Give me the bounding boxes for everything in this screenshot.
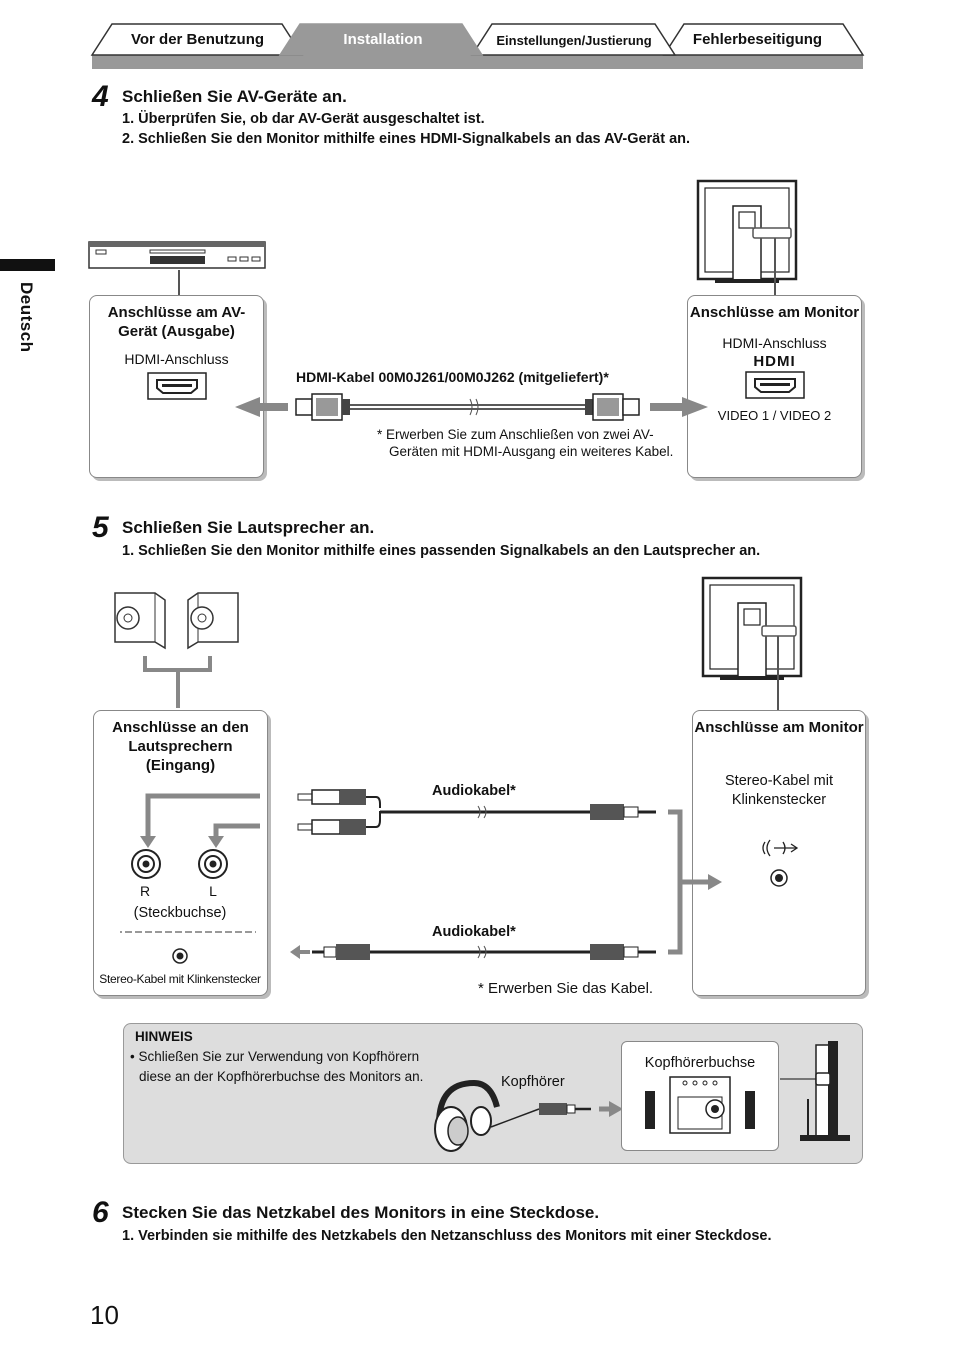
av-device-ports-box: Anschlüsse am AV-Gerät (Ausgabe) HDMI-An… xyxy=(89,295,264,478)
monitor-hdmi-port-icon xyxy=(744,371,805,399)
video-inputs-label: VIDEO 1 / VIDEO 2 xyxy=(717,408,832,423)
audio-out-icon xyxy=(762,839,799,887)
monitor-ports-box-step5: Anschlüsse am Monitor Stereo-Kabel mit K… xyxy=(692,710,866,996)
monitor-side-icon xyxy=(780,1041,850,1141)
monitor-icon xyxy=(696,179,798,298)
hdmi-footnote: * Erwerben Sie zum Anschließen von zwei … xyxy=(377,427,674,459)
audio-cable-top-label: Audiokabel* xyxy=(432,783,516,799)
step-6-number: 6 xyxy=(92,1196,109,1229)
step-5-line-1: 1. Schließen Sie den Monitor mithilfe ei… xyxy=(122,543,761,559)
hdmi-cable-illustration xyxy=(235,393,708,421)
monitor-box-title-step4: Anschlüsse am Monitor xyxy=(689,304,860,321)
step-6-title: Stecken Sie das Netzkabel des Monitors i… xyxy=(122,1203,600,1222)
speaker-jacks-illustration xyxy=(120,793,260,964)
av-device-illustration xyxy=(88,241,266,269)
hinweis-box: HINWEIS • Schließen Sie zur Verwendung v… xyxy=(123,1023,863,1164)
tab-fehlerbeseitigung[interactable]: Fehlerbeseitigung xyxy=(692,31,823,48)
speaker-box-title: Anschlüsse an den Lautsprechern (Eingang… xyxy=(112,719,249,774)
monitor-icon-step5 xyxy=(701,576,803,710)
headphone-jack-label: Kopfhörerbuchse xyxy=(644,1055,756,1071)
av-connector-line xyxy=(178,270,180,298)
headphone-jack-box: Kopfhörerbuchse xyxy=(621,1041,779,1151)
headphones-label: Kopfhörer xyxy=(501,1074,565,1090)
step-6-line-1: 1. Verbinden sie mithilfe des Netzkabels… xyxy=(122,1228,772,1244)
step-5-title: Schließen Sie Lautsprecher an. xyxy=(122,518,375,537)
hinweis-text: • Schließen Sie zur Verwendung von Kopfh… xyxy=(130,1049,424,1084)
monitor-hdmi-port-label: HDMI-Anschluss xyxy=(722,335,827,351)
monitor-box-title-step5: Anschlüsse am Monitor xyxy=(694,719,864,736)
hdmi-cable-label: HDMI-Kabel 00M0J261/00M0J262 (mitgeliefe… xyxy=(296,369,609,385)
av-hdmi-port-label: HDMI-Anschluss xyxy=(124,351,229,367)
jack-r-label: R xyxy=(139,883,151,899)
audio-footnote: * Erwerben Sie das Kabel. xyxy=(478,980,654,997)
jack-caption: (Steckbuchse) xyxy=(133,905,227,921)
step-4-number: 4 xyxy=(92,80,109,113)
step-4-title: Schließen Sie AV-Geräte an. xyxy=(122,87,347,106)
tab-einstellungen[interactable]: Einstellungen/Justierung xyxy=(496,33,652,48)
page-number: 10 xyxy=(90,1300,119,1330)
av-box-title: Anschlüsse am AV-Gerät (Ausgabe) xyxy=(107,304,246,340)
headphones-icon xyxy=(434,1079,623,1152)
speaker-stereo-label: Stereo-Kabel mit Klinkenstecker xyxy=(99,972,261,986)
tab-bar xyxy=(90,23,865,69)
hdmi-port-icon xyxy=(146,372,207,400)
step-4-line-1: 1. Überprüfen Sie, ob dar AV-Gerät ausge… xyxy=(122,111,485,127)
tab-installation[interactable]: Installation xyxy=(343,31,423,48)
jack-l-label: L xyxy=(209,883,217,899)
step-4-line-2: 2. Schließen Sie den Monitor mithilfe ei… xyxy=(122,131,691,147)
monitor-stereo-label: Stereo-Kabel mit Klinkenstecker xyxy=(725,773,833,808)
monitor-ports-box-step4: Anschlüsse am Monitor HDMI-Anschluss HDM… xyxy=(687,295,862,478)
audio-cables-illustration xyxy=(290,789,722,960)
side-language-label: Deutsch xyxy=(17,282,36,353)
step-5-number: 5 xyxy=(92,511,109,544)
side-marker xyxy=(0,259,55,271)
hinweis-title: HINWEIS xyxy=(135,1029,193,1044)
audio-cable-bottom-label: Audiokabel* xyxy=(432,924,516,940)
speakers-icon xyxy=(114,592,239,708)
tab-vor-der-benutzung[interactable]: Vor der Benutzung xyxy=(130,31,265,48)
headphone-jack-icon xyxy=(645,1076,755,1134)
hdmi-logo: HDMI xyxy=(753,353,796,370)
